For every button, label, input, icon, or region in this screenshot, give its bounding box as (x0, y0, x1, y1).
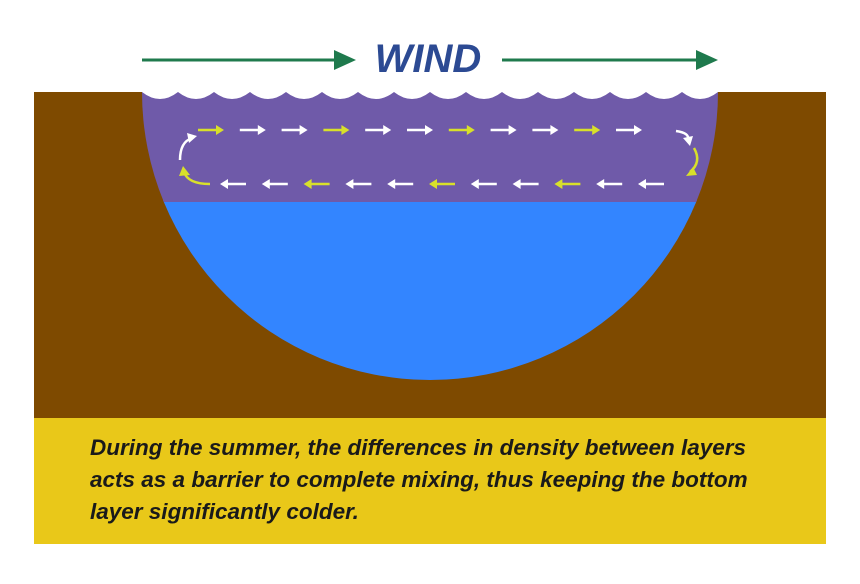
circulation-curve-bottom-right (686, 147, 699, 176)
circulation-curve-top-right (675, 129, 693, 146)
wind-indicator: WIND (142, 37, 718, 81)
circulation-arrow-bottom (638, 179, 664, 189)
circulation-loop (178, 125, 699, 189)
circulation-curve-top-left (178, 133, 197, 161)
circulation-arrow-top (532, 125, 559, 135)
caption-box: During the summer, the differences in de… (34, 418, 826, 544)
circulation-arrow-top (616, 125, 642, 135)
circulation-arrow-bottom (387, 179, 414, 189)
wind-arrowhead-left (334, 50, 356, 70)
circulation-curve-bottom-left (179, 166, 211, 186)
wave-crests (142, 58, 718, 99)
circulation-arrow-top (239, 125, 266, 135)
wind-arrowhead-right (696, 50, 718, 70)
circulation-arrow-bottom (470, 179, 497, 189)
caption-text: During the summer, the differences in de… (90, 435, 748, 524)
circulation-arrow-top (407, 125, 433, 135)
circulation-arrow-bottom (554, 179, 581, 189)
circulation-arrow-top (365, 125, 392, 135)
circulation-arrow-bottom (429, 179, 455, 189)
circulation-arrow-top (490, 125, 517, 135)
surface-waves (142, 58, 718, 99)
circulation-arrow-top (198, 125, 224, 135)
circulation-arrow-bottom (220, 179, 246, 189)
circulation-arrow-bottom (596, 179, 623, 189)
circulation-arrow-top (448, 125, 475, 135)
circulation-arrow-bottom (303, 179, 330, 189)
circulation-arrow-bottom (261, 179, 288, 189)
circulation-arrow-top (323, 125, 350, 135)
circulation-arrow-bottom (345, 179, 372, 189)
circulation-arrow-top (574, 125, 601, 135)
circulation-arrow-bottom (512, 179, 539, 189)
circulation-arrow-top (281, 125, 308, 135)
wind-label: WIND (375, 37, 482, 81)
